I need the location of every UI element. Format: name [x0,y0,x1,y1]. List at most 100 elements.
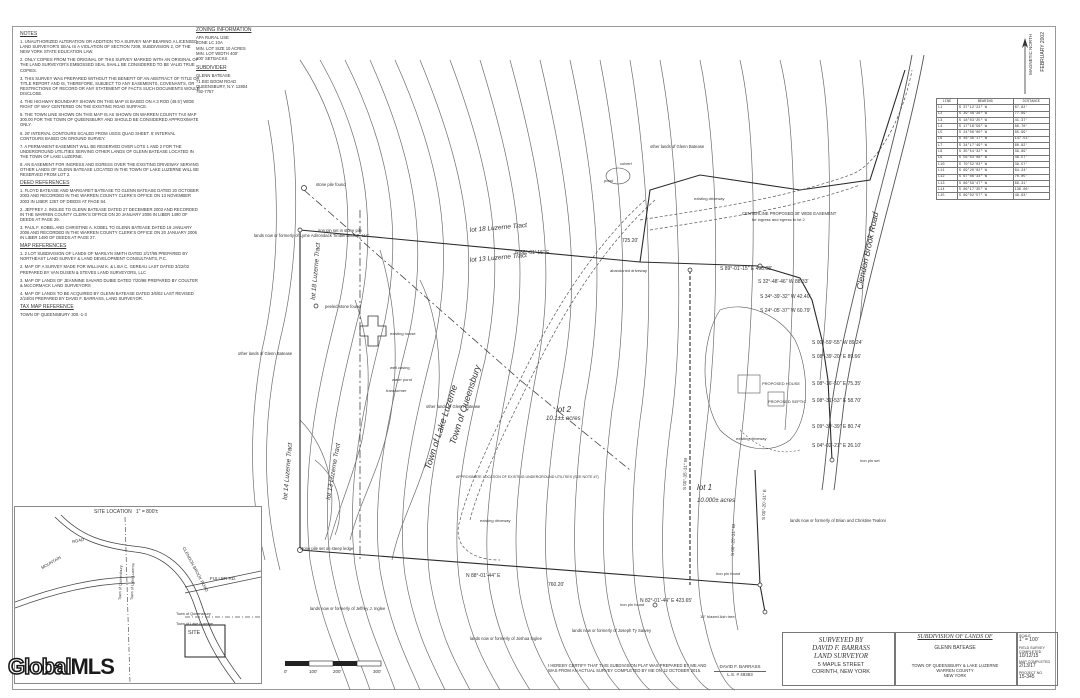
map-ref-heading: MAP REFERENCES [20,243,67,250]
zoning-heading: ZONING INFORMATION [196,27,252,33]
location-line-3: NEW YORK [943,673,967,679]
surveyor-line-1: SURVEYED BY [818,636,864,644]
signature-block: DAVID F. BARRASS L.S. # 49363 [714,664,766,678]
title-block-location: TOWN OF QUEENSBURY & LAKE LUZERNE WARREN… [894,663,1016,679]
subdivider-line: GLENN BATEASE [196,73,231,79]
signature-line [714,671,766,672]
line-table-cell-distance: 41.37' [1012,116,1051,125]
magnetic-north-label: MAGNETIC NORTH [1028,34,1033,75]
meta-map-value: 2/13/17 [1019,663,1036,669]
line-table-cell-distance: 77.69' [1012,110,1051,118]
surveyor-address-2: CORINTH, NEW YORK [812,669,870,675]
brian-label: lands now or formerly of Brian and Chris… [790,518,886,523]
pond-label: pond [604,178,613,183]
contour-lines [252,59,868,691]
location-line-1: TOWN OF QUEENSBURY & LAKE LUZERNE [911,663,999,668]
meta-map-label: MAP COMPLETED [1019,660,1051,664]
note-item: 5. THE TOWN LINE SHOWN ON THIS MAP IS AS… [20,112,199,128]
subdivider-heading: SUBDIVIDER [196,65,227,72]
lot13b-label: lot 13 Luzerne Tract [325,442,342,501]
lot1-area: 10.000± acres [697,498,735,504]
deed-item: 2. JEFFREY J. INGLEE TO GLENN BATEASE DA… [20,206,198,222]
note-item: 7. A PERMANENT EASEMENT WILL BE RESERVED… [20,143,194,159]
north-arrow-icon [1022,38,1028,94]
meta-box [1016,632,1058,686]
title-block-box [894,632,1018,686]
zoning-panel: ZONING INFORMATION APA RURAL USE ZONE LC… [196,27,286,94]
dist-15: S 00°-35'-31" W [682,457,688,490]
site-scale-text: 1" = 800'± [135,509,159,515]
watermark-global: Global [7,653,72,680]
ash-tree-label: 16" blazed Ash tree [700,614,735,619]
meta-field-label: FIELD SURVEY COMPLETED [1019,646,1045,654]
zoning-line: APA RURAL USE [196,35,229,41]
easement-centerline-label-2: for ingress and egress to lot 2 [752,217,805,222]
other-lands-1: other lands of Glenn Batease [238,351,293,356]
iron-pin-label: iron pin found [620,602,644,607]
note-item: 3. THIS SURVEY WAS PREPARED WITHOUT THE … [20,75,200,96]
joseph-label: lands now or formerly of Joseph Ty Sarve… [572,628,652,633]
col-distance: DISTANCE [1012,97,1051,106]
subdivider-line: QUEENSBURY, N.Y. 12804 [196,83,248,89]
other-lands-3: other lands of Glenn Batease [426,404,481,409]
title-block-owner: GLENN BATEASE [934,645,976,651]
note-item: 4. THE HIGHWAY BOUNDARY SHOWN ON THIS MA… [20,99,195,110]
lot1-label: lot 1 [697,483,712,492]
water-pond-label: water pond [392,377,412,382]
dist-12b: 760.20' [548,582,564,588]
note-item: 8. AN EASEMENT FOR INGRESS AND EGRESS OV… [20,161,199,178]
signature-license: L.S. # 49363 [727,672,753,677]
pond [605,167,631,185]
dist-5: S 24°-05'-37" W 60.79' [760,308,810,314]
site-map-label: FULLER RD. [210,576,237,581]
map-ref-item: 3. MAP OF LANDS OF JEANNINE SAVARD DUBIE… [20,277,198,288]
deed-heading: DEED REFERENCES [20,180,70,187]
site-map-label: Town of Lake Luzerne [176,622,214,626]
dist-7: S 08°-39'-20" E 89.66' [812,354,861,360]
other-lands-2: other lands of Glenn Batease [650,144,705,149]
meta-field: FIELD SURVEY COMPLETED 10/12/15 [1019,646,1055,659]
surveyor-address-1: 5 MAPLE STREET [817,662,865,668]
dist-12: N 88°-01'-44" E [466,573,501,579]
notes-panel: NOTES 1. UNAUTHORIZED ALTERATION OR ADDI… [20,28,200,320]
note-item: 6. 20' INTERVAL CONTOURS SCALED FROM USG… [20,130,176,141]
lot18-label: lot 18 Luzerne Tract [470,222,529,234]
lot2-area: 10.1±± acres [546,416,581,422]
dist-3: S 32°-48'-46" W 88.33' [758,279,808,285]
existing-driveway-label: existing driveway [694,196,724,201]
map-ref-item: 1. 2 LOT SUBDIVISION OF LANDS OF MARILYN… [20,251,188,262]
lyme-label: lands now or formerly of Lyme Adirondack… [254,233,369,238]
dist-8: S 08°-16'-50" E 75.35' [812,381,861,387]
subdivider-line: 71 BIG BOOM ROAD [196,78,237,84]
line-table-cell-bearing: S 89°02'57" W [956,192,1014,200]
meta-project: PROJECT NO. 15-345 [1019,671,1055,680]
joshua-label: lands now or formerly of Joshua Inglee [470,636,543,641]
watermark-mls: MLS [70,654,114,679]
title-block-title: SUBDIVISION OF LANDS OF [917,634,993,640]
scale-bar [285,660,382,667]
dist-6: S 00°-59'-55" W 89.24' [812,340,862,346]
site-title-text: SITE LOCATION [94,509,132,515]
dist-11: S 04°-02'-21" E 26.10' [812,443,861,449]
dist-1: N 88°-01'-15" E [515,250,550,256]
culvert-label: culvert [620,161,633,166]
abandoned-driveway-label: abandoned driveway [610,268,647,273]
existing-driveway-label-3: existing driveway [736,436,766,441]
clendon-brook-road [821,54,925,491]
note-item: 2. ONLY COPIES FROM THE ORIGINAL OF THIS… [20,57,199,73]
lot1-house-area [704,306,806,453]
zoning-line: MIN. LOT WIDTH 400' [196,50,238,56]
surveyor-box [782,632,896,686]
site-map-drawing [15,514,261,683]
scale-tick: 0' [284,669,288,674]
driveways [457,69,913,561]
surveyor-line-2: DAVID F. BARRASS [812,644,870,652]
approx-utilities-label: APPROXIMATE LOCATION OF EXISTING UNDERGR… [456,475,599,479]
dist-9: S 08°-31'-53" E 58.70' [812,398,861,404]
monuments [297,185,835,615]
